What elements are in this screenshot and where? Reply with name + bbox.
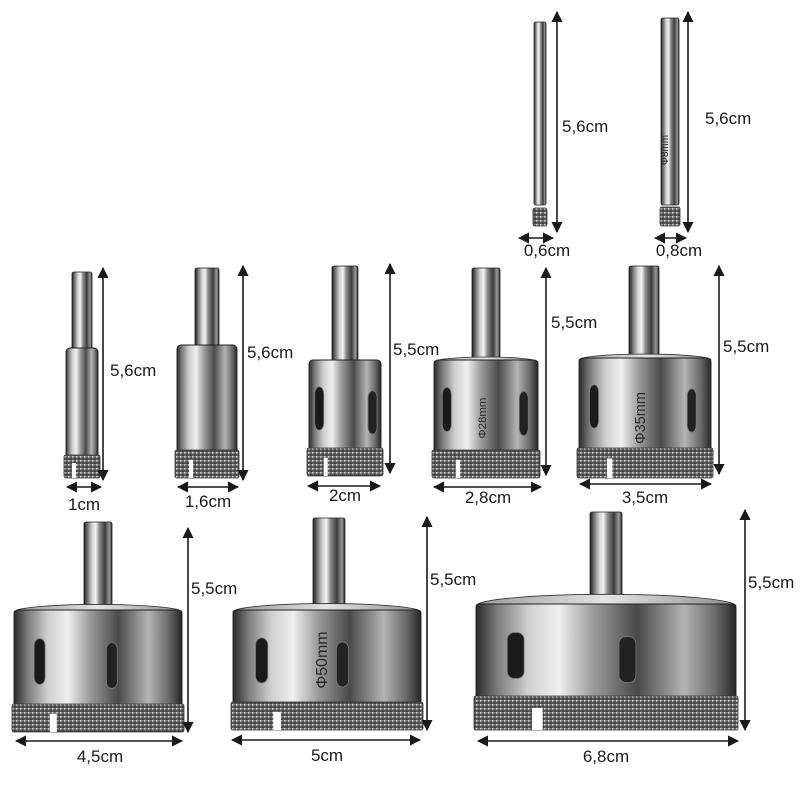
diamond-grit-ring: [11, 703, 185, 733]
bit-slot: [106, 642, 118, 689]
bit-slot: [33, 638, 46, 685]
bit-shank: [331, 265, 359, 363]
width-label: 2cm: [329, 486, 361, 505]
bit-shank: [660, 17, 680, 206]
bit-shank: [71, 271, 93, 351]
bit-shank: [533, 21, 547, 206]
bit-slot: [506, 632, 525, 679]
bit-slot: [589, 384, 599, 429]
bit-shank: [628, 265, 660, 361]
bit-body: [176, 344, 238, 459]
diamond-grit-ring: [63, 454, 101, 479]
height-label: 5,5cm: [748, 573, 794, 592]
width-label: 4,5cm: [77, 747, 123, 766]
bit-slot: [335, 641, 350, 688]
height-label: 5,5cm: [191, 579, 237, 598]
bit-slot: [518, 391, 529, 436]
bit-slot: [618, 636, 637, 683]
height-label: 5,5cm: [723, 337, 769, 356]
drill-bit-bit-06mm: 5,6cm 0,6cm: [517, 10, 608, 260]
width-label: 3,5cm: [622, 488, 668, 507]
bit-shank: [312, 517, 346, 613]
bit-slot: [686, 388, 697, 433]
height-label: 5,6cm: [705, 109, 751, 128]
grit-ring-notch: [273, 711, 281, 730]
grit-ring-notch: [323, 457, 328, 476]
grit-ring-notch: [606, 458, 613, 478]
bit-slot: [367, 390, 378, 435]
bit-body: [65, 347, 99, 463]
height-label: 5,5cm: [393, 340, 439, 359]
grit-ring-notch: [49, 713, 57, 732]
drill-bit-bit-10mm: 5,6cm 1cm: [63, 266, 156, 514]
size-marking: Φ35mm: [633, 392, 649, 444]
width-label: 1cm: [68, 495, 100, 514]
drill-bit-bit-35mm: Φ35mm 5,5cm 3,5cm: [576, 264, 769, 507]
grit-ring-notch: [455, 459, 461, 478]
width-label: 2,8cm: [465, 488, 511, 507]
size-marking: Φ50mm: [314, 631, 331, 688]
drill-bit-bit-20mm: 5,5cm 2cm: [306, 262, 439, 505]
size-marking: Φ8mm: [660, 135, 671, 165]
drill-bit-bit-28mm: Φ28mm 5,5cm 2,8cm: [431, 266, 597, 507]
drill-bit-bit-16mm: 5,6cm 1,6cm: [174, 264, 293, 511]
height-label: 5,5cm: [551, 313, 597, 332]
drill-bit-bit-08mm: Φ8mm 5,6cm 0,8cm: [653, 10, 751, 260]
bit-shank: [471, 267, 501, 363]
diamond-grit-ring: [431, 449, 541, 479]
bit-slot: [314, 386, 325, 431]
size-marking: Φ28mm: [477, 398, 489, 439]
height-label: 5,6cm: [110, 361, 156, 380]
diamond-grit-ring: [230, 701, 424, 731]
bit-shank: [194, 267, 220, 347]
width-label: 0,6cm: [524, 241, 570, 260]
grit-ring-notch: [71, 463, 76, 478]
height-label: 5,6cm: [562, 117, 608, 136]
width-label: 0,8cm: [656, 241, 702, 260]
bit-slot: [441, 387, 452, 432]
height-label: 5,5cm: [430, 570, 476, 589]
width-label: 6,8cm: [583, 747, 629, 766]
bit-shank: [589, 511, 623, 609]
drill-bit-bit-45mm: 5,5cm 4,5cm: [11, 521, 237, 766]
diamond-grit-ring: [174, 449, 240, 479]
drill-bit-bit-68mm: 5,5cm 6,8cm: [473, 508, 794, 766]
width-label: 5cm: [311, 746, 343, 765]
diamond-grit-ring: [306, 447, 384, 477]
diamond-grit-ring: [659, 206, 681, 227]
bit-shank: [83, 521, 113, 611]
grit-ring-notch: [189, 459, 194, 478]
diamond-grit-ring: [576, 447, 714, 479]
drill-bit-bit-50mm: Φ50mm 5,5cm 5cm: [230, 515, 476, 765]
diamond-grit-ring: [473, 695, 739, 731]
diamond-grit-ring: [532, 207, 548, 227]
grit-ring-notch: [532, 707, 543, 730]
bit-slot: [255, 637, 269, 684]
width-label: 1,6cm: [185, 492, 231, 511]
height-label: 5,6cm: [247, 343, 293, 362]
